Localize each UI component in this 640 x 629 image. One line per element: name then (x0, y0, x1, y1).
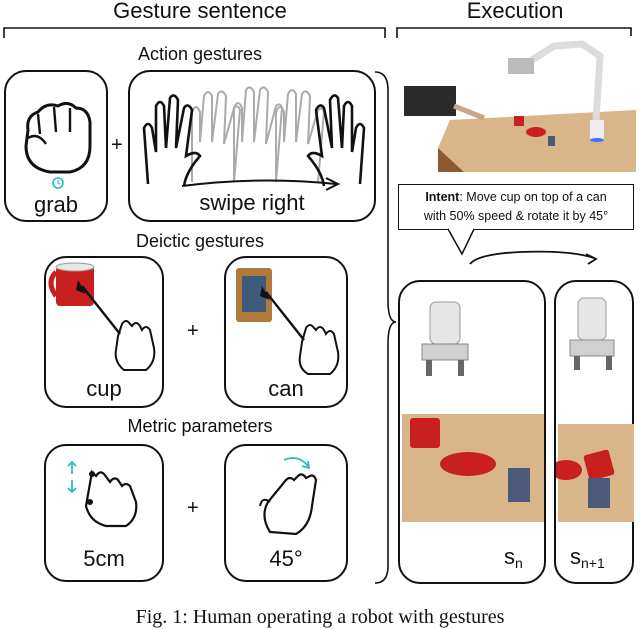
state-n-scene (402, 301, 544, 522)
grab-label: grab (33, 192, 79, 217)
section-metric-parameters: Metric parameters (127, 416, 273, 436)
section-deictic-gestures: Deictic gestures (135, 231, 265, 251)
figure-caption: Fig. 1: Human operating a robot with ges… (135, 606, 505, 628)
plus-sign-action: + (111, 134, 123, 156)
intent-line2: with 50% speed & rotate it by 45° (423, 209, 609, 223)
swipe-hands-icon (142, 86, 366, 191)
robot-scene-illustration (404, 36, 636, 172)
rotate-hand-icon (259, 457, 318, 536)
swipe-right-gesture-card: swipe right (128, 70, 376, 222)
timer-icon (52, 177, 64, 189)
state-n-plus-1-panel: sn+1 (554, 280, 634, 584)
state-n-plus-1-label: sn+1 (570, 544, 605, 571)
state-n-label: sn (504, 544, 523, 571)
plus-sign-metric: + (187, 497, 199, 519)
pinch-hand-icon (67, 460, 138, 528)
can-gesture-card: can (224, 256, 348, 408)
section-action-gestures: Action gestures (137, 44, 263, 64)
plus-sign-deictic: + (187, 320, 199, 342)
cup-label: cup (86, 376, 122, 401)
cup-gesture-card: cup (44, 256, 164, 408)
state-n-plus-1-scene (556, 297, 634, 522)
can-label: can (268, 376, 304, 401)
distance-label: 5cm (83, 546, 125, 571)
angle-label: 45° (269, 546, 303, 571)
can-pointing-icon (236, 268, 340, 375)
rotate-arrow-icon (283, 457, 309, 467)
intent-callout: Intent: Move cup on top of a can with 50… (398, 184, 634, 230)
swipe-right-label: swipe right (199, 190, 305, 215)
distance-arrows-icon (67, 460, 77, 474)
cup-pointing-icon (48, 262, 156, 371)
angle-gesture-card: 45° (224, 444, 348, 582)
cup-image (56, 266, 94, 306)
grab-hand-icon (24, 101, 92, 189)
distance-gesture-card: 5cm (44, 444, 164, 582)
grab-gesture-card: grab (4, 70, 108, 222)
header-execution: Execution (466, 0, 564, 23)
intent-title: Intent (425, 190, 460, 204)
header-gesture-sentence: Gesture sentence (113, 0, 287, 23)
state-n-panel: sn (398, 280, 546, 584)
robot-scene-photo (404, 36, 636, 172)
intent-line1: : Move cup on top of a can (459, 190, 607, 204)
